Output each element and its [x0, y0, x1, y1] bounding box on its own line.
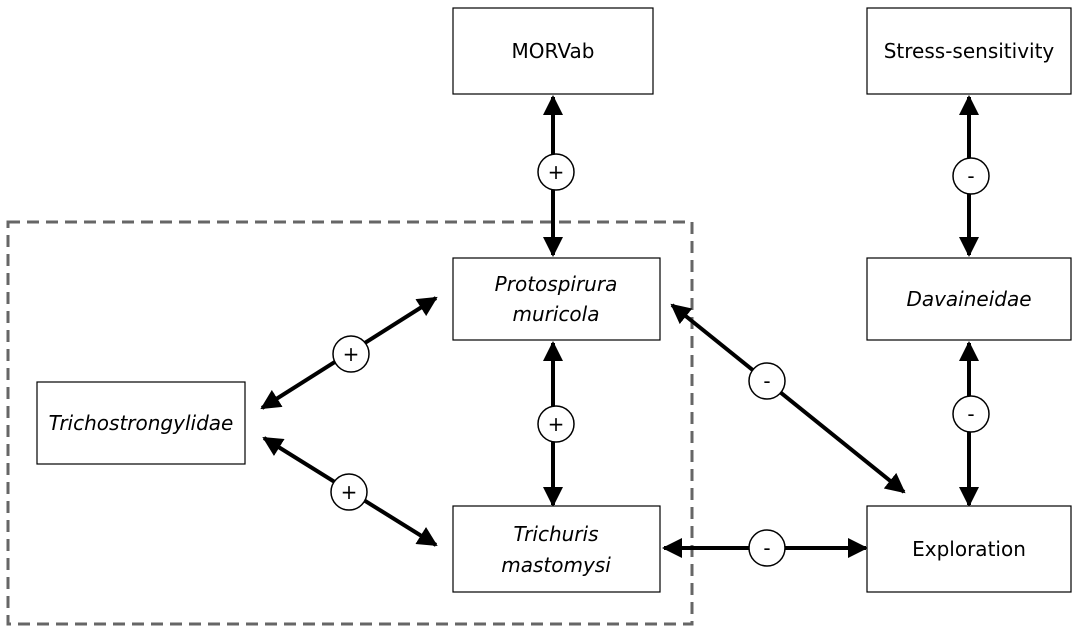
sign-morvab-protospirura: +: [537, 153, 575, 191]
svg-text:Davaineidae: Davaineidae: [906, 287, 1031, 311]
sign-protospirura-exploration: -: [748, 362, 786, 400]
node-morvab: MORVab: [452, 7, 654, 95]
svg-text:Trichuris: Trichuris: [514, 522, 599, 546]
node-davaineidae: Davaineidae: [866, 257, 1072, 341]
svg-text:Stress-sensitivity: Stress-sensitivity: [884, 39, 1055, 63]
node-stress-sensitivity: Stress-sensitivity: [866, 7, 1072, 95]
sign-protospirura-trichuris: +: [537, 405, 575, 443]
sign-trichostrongylidae-trichuris: +: [330, 473, 368, 511]
node-protospirura-muricola: Protospirura muricola: [452, 257, 661, 341]
svg-text:Exploration: Exploration: [912, 537, 1026, 561]
node-exploration: Exploration: [866, 505, 1072, 593]
svg-text:+: +: [343, 342, 360, 366]
svg-text:muricola: muricola: [513, 302, 600, 326]
svg-text:Protospirura: Protospirura: [495, 272, 618, 296]
svg-text:+: +: [548, 160, 565, 184]
nodes: MORVab Stress-sensitivity Protospirura m…: [36, 7, 1072, 593]
svg-text:mastomysi: mastomysi: [501, 553, 611, 577]
svg-text:-: -: [967, 164, 974, 188]
edge-signs: + - + + + - - -: [330, 153, 990, 567]
svg-text:+: +: [341, 480, 358, 504]
svg-text:-: -: [967, 402, 974, 426]
sign-trichuris-exploration: -: [748, 529, 786, 567]
svg-text:-: -: [763, 536, 770, 560]
svg-text:MORVab: MORVab: [512, 39, 595, 63]
edge-protospirura-exploration: [670, 303, 906, 494]
sign-trichostrongylidae-protospirura: +: [332, 335, 370, 373]
svg-text:-: -: [763, 369, 770, 393]
sign-davaineidae-exploration: -: [952, 395, 990, 433]
svg-text:+: +: [548, 412, 565, 436]
sign-stress-davaineidae: -: [952, 157, 990, 195]
svg-text:Trichostrongylidae: Trichostrongylidae: [49, 411, 234, 435]
node-trichostrongylidae: Trichostrongylidae: [36, 381, 246, 465]
node-trichuris-mastomysi: Trichuris mastomysi: [452, 505, 661, 593]
